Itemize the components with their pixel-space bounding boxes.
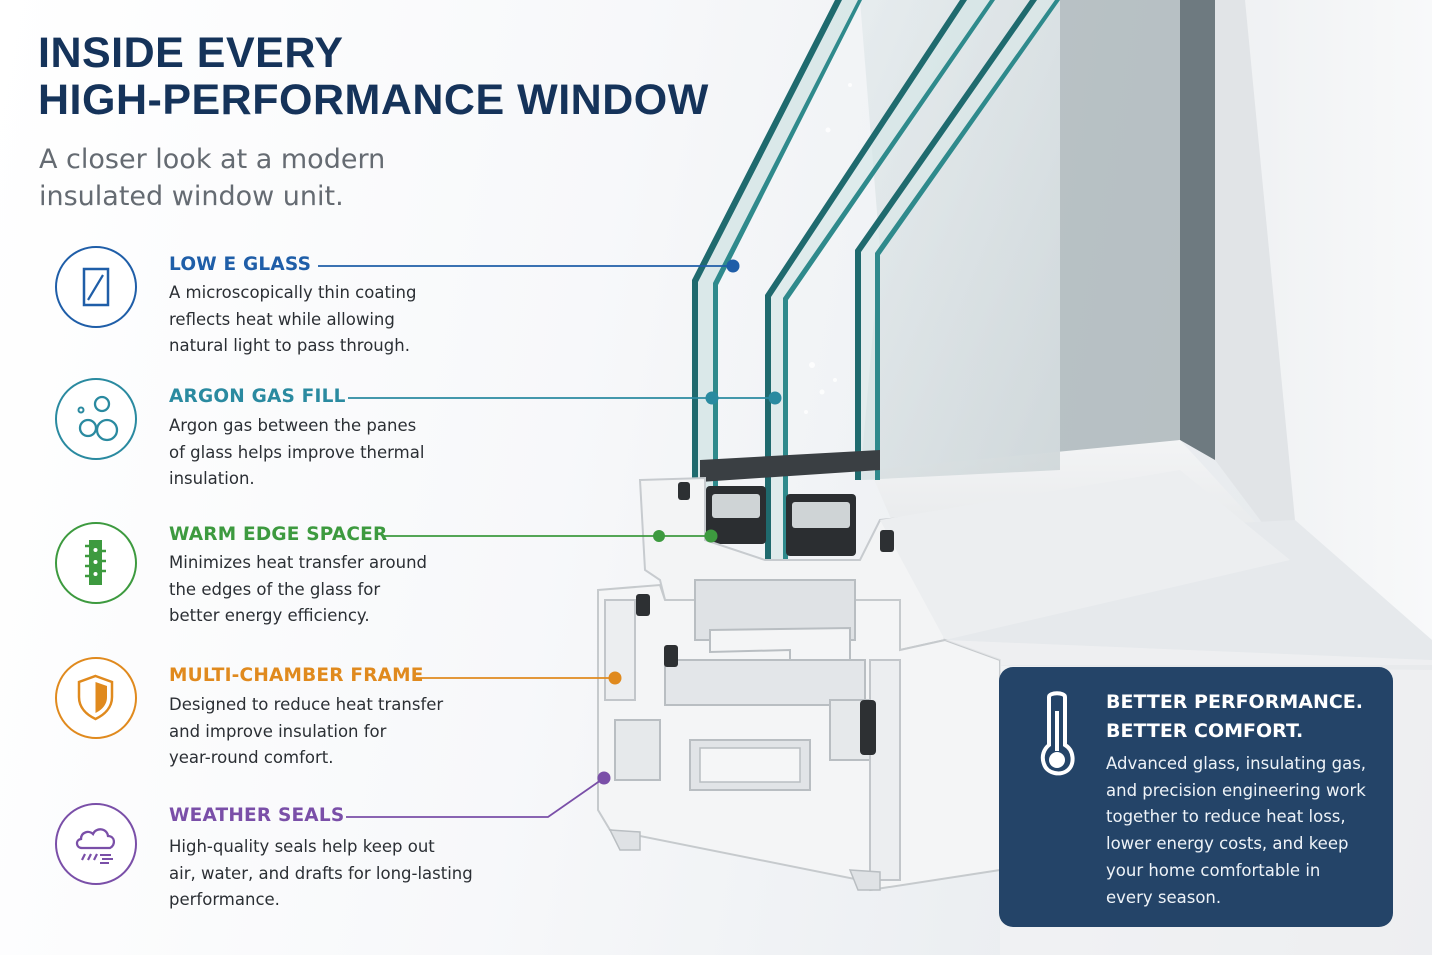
desc-line: A microscopically thin coating [169,283,417,302]
callout-lines [318,259,782,818]
rain-cloud-icon [55,803,137,885]
callout-weather-seals [346,771,611,818]
panel-title: BETTER PERFORMANCE. BETTER COMFORT. [1106,688,1363,746]
desc-line: Argon gas between the panes [169,416,417,435]
glass-pane-icon [55,246,137,328]
feature-name: MULTI-CHAMBER FRAME [169,665,424,686]
page-title: INSIDE EVERY HIGH-PERFORMANCE WINDOW [38,30,709,124]
desc-line: performance. [169,890,280,909]
desc-line: air, water, and drafts for long-lasting [169,863,473,883]
gas-bubbles-icon [55,378,137,460]
shield-icon [55,657,137,739]
desc-line: Minimizes heat transfer around [169,553,428,572]
feature-description: High-quality seals help keep out air, wa… [169,834,489,914]
panel-body-line: and precision engineering work [1106,780,1366,800]
panel-body-line: together to reduce heat loss, [1106,807,1346,827]
panel-body-line: your home comfortable in [1106,860,1321,880]
feature-name: ARGON GAS FILL [169,386,346,407]
subtitle-line-2: insulated window unit. [39,181,344,212]
subtitle-line-1: A closer look at a modern [39,144,386,175]
panel-title-line: BETTER COMFORT. [1106,720,1304,742]
panel-body: Advanced glass, insulating gas, and prec… [1106,751,1366,911]
feature-name: LOW E GLASS [169,254,312,275]
spacer-bar-icon [55,522,137,604]
panel-body-line: Advanced glass, insulating gas, [1106,754,1367,773]
info-panel: BETTER PERFORMANCE. BETTER COMFORT. Adva… [999,667,1393,927]
feature-description: Minimizes heat transfer around the edges… [169,550,489,630]
thermometer-icon [1040,691,1075,776]
desc-line: better energy efficiency. [169,606,370,625]
panel-body-line: every season. [1106,887,1222,907]
spacers [700,450,880,556]
feature-name: WARM EDGE SPACER [169,524,388,545]
title-line-1: INSIDE EVERY [38,29,344,77]
desc-line: High-quality seals help keep out [169,837,435,856]
feature-name: WEATHER SEALS [169,805,345,826]
desc-line: reflects heat while allowing [169,309,395,329]
panel-body-line: lower energy costs, and keep [1106,834,1349,854]
feature-description: A microscopically thin coating reflects … [169,280,489,360]
callout-low-e-glass [318,259,740,273]
panel-title-line: BETTER PERFORMANCE. [1106,691,1363,713]
callout-multi-chamber-frame [416,671,622,685]
desc-line: insulation. [169,469,255,488]
desc-line: of glass helps improve thermal [169,442,425,462]
desc-line: and improve insulation for [169,721,387,741]
title-line-2: HIGH-PERFORMANCE WINDOW [38,76,709,124]
desc-line: the edges of the glass for [169,579,381,599]
feature-description: Argon gas between the panes of glass hel… [169,413,489,493]
feature-description: Designed to reduce heat transfer and imp… [169,692,489,772]
callout-warm-edge-spacer [384,529,718,543]
callout-argon-gas [348,391,782,405]
page-subtitle: A closer look at a modern insulated wind… [39,141,385,215]
desc-line: natural light to pass through. [169,336,410,355]
desc-line: Designed to reduce heat transfer [169,695,444,714]
desc-line: year-round comfort. [169,748,334,767]
